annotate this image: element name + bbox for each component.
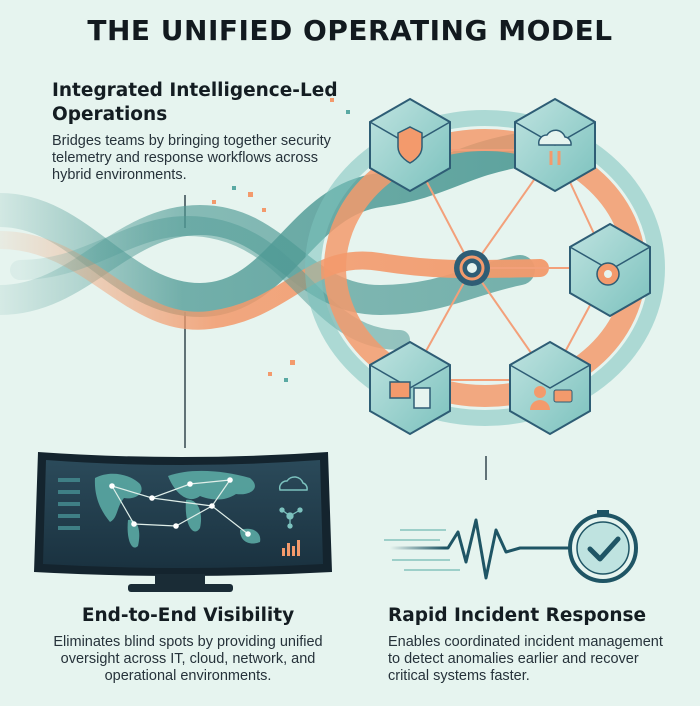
integrated-operations-heading: Integrated Intelligence-Led Operations	[52, 80, 338, 125]
page-title: THE UNIFIED OPERATING MODEL	[87, 14, 613, 47]
clock-check-icon	[568, 510, 638, 583]
gear-team-icon	[569, 222, 651, 318]
speed-lines	[384, 529, 460, 571]
response-body: Enables coordinated incident management …	[388, 634, 663, 684]
monitor-sidebar	[58, 478, 80, 530]
network-nodes	[109, 477, 251, 537]
cloud-sync-icon	[514, 97, 596, 193]
cloud-icon	[278, 476, 308, 491]
window-chart-icon	[369, 340, 451, 436]
integrated-operations-block: Integrated Intelligence-Led Operations B…	[52, 79, 352, 184]
team-chat-icon	[509, 340, 591, 436]
shield-gear-icon	[369, 97, 451, 193]
response-block: Rapid Incident Response Enables coordina…	[388, 604, 668, 685]
response-heading: Rapid Incident Response	[388, 605, 647, 626]
visibility-heading: End-to-End Visibility	[81, 605, 295, 626]
heartbeat-line	[390, 518, 572, 580]
integrated-operations-body: Bridges teams by bringing together secur…	[52, 133, 331, 183]
visibility-body: Eliminates blind spots by providing unif…	[53, 634, 323, 684]
network-icon	[279, 507, 303, 529]
hub-node	[454, 250, 490, 286]
bar-icon	[282, 540, 300, 556]
visibility-block: End-to-End Visibility Eliminates blind s…	[48, 604, 328, 685]
